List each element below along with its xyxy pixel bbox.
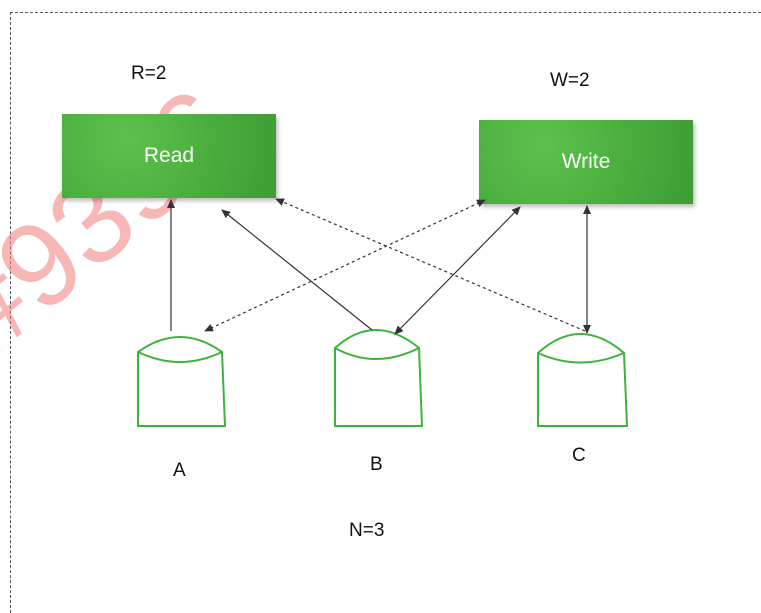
write-box-label: Write bbox=[561, 150, 611, 173]
node-c-icon bbox=[537, 333, 629, 427]
diagram-frame bbox=[10, 12, 761, 613]
node-a-icon bbox=[137, 336, 227, 427]
dashed-arrow-c-to-read bbox=[275, 198, 586, 332]
node-c-label: C bbox=[572, 445, 586, 466]
write-box: Write bbox=[479, 120, 693, 204]
write-quorum-label: W=2 bbox=[550, 70, 590, 91]
node-b-icon bbox=[334, 329, 424, 427]
read-box-label: Read bbox=[143, 144, 195, 167]
read-box: Read bbox=[62, 114, 276, 198]
node-a-label: A bbox=[173, 460, 186, 481]
read-quorum-label: R=2 bbox=[131, 63, 167, 84]
node-b-label: B bbox=[370, 454, 383, 475]
diagram-canvas bbox=[137, 198, 629, 427]
replica-count-label: N=3 bbox=[349, 520, 385, 541]
dashed-arrow-write-to-a bbox=[204, 199, 486, 332]
arrow-b-write-bidirectional bbox=[394, 206, 521, 335]
